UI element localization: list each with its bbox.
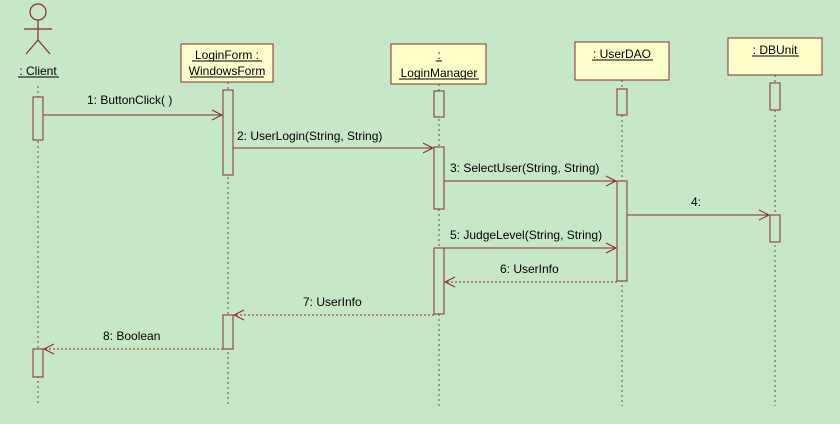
activation-bar (433, 90, 445, 118)
activation-bar (616, 88, 628, 116)
message-label: 8: Boolean (103, 329, 160, 343)
actor-head (29, 3, 47, 21)
message-3[interactable]: 3: SelectUser(String, String) (444, 161, 618, 187)
participant-label-loginform-1: LoginForm : (195, 48, 259, 62)
message-7[interactable]: 7: UserInfo (232, 295, 434, 321)
message-label: 1: ButtonClick( ) (87, 93, 172, 107)
activation-bar (769, 214, 781, 243)
actor-client[interactable]: : Client (18, 3, 59, 78)
participant-userdao[interactable]: : UserDAO (574, 41, 670, 81)
activation-bar (32, 348, 44, 378)
activation-bar (32, 96, 44, 141)
arrowhead-icon (211, 109, 224, 121)
message-label: 2: UserLogin(String, String) (237, 129, 382, 143)
actor-leg-right (37, 39, 51, 55)
message-label: 7: UserInfo (303, 295, 362, 309)
activation-bar (769, 82, 781, 111)
participant-loginmanager[interactable]: : LoginManager (390, 43, 487, 85)
message-label: 5: JudgeLevel(String, String) (450, 228, 602, 242)
activation-bar (433, 146, 445, 210)
activation-bar (433, 247, 445, 315)
message-1[interactable]: 1: ButtonClick( ) (43, 93, 224, 121)
participant-box (574, 41, 670, 81)
participant-loginform[interactable]: LoginForm : WindowsForm (180, 43, 274, 83)
activation-bar (616, 180, 628, 282)
arrowhead-icon (605, 242, 618, 254)
participant-dbunit[interactable]: : DBUnit (727, 37, 823, 76)
arrowhead-icon (232, 309, 245, 321)
message-label: 4: (691, 195, 701, 209)
actor-leg-left (25, 39, 39, 55)
participant-label-loginmanager-1: : (437, 48, 440, 62)
message-4[interactable]: 4: (627, 195, 771, 221)
message-label: 3: SelectUser(String, String) (450, 161, 599, 175)
participant-label-client: : Client (19, 64, 57, 78)
participant-label-dbunit: : DBUnit (753, 43, 798, 57)
arrowhead-icon (758, 209, 771, 221)
message-6[interactable]: 6: UserInfo (443, 262, 617, 288)
message-8[interactable]: 8: Boolean (42, 329, 223, 355)
message-label: 6: UserInfo (500, 262, 559, 276)
arrowhead-icon (605, 175, 618, 187)
message-2[interactable]: 2: UserLogin(String, String) (233, 129, 435, 154)
participant-box (180, 43, 274, 83)
activation-bar (222, 89, 234, 176)
arrowhead-icon (422, 142, 435, 154)
activation-bar (222, 314, 234, 350)
participant-label-userdao: : UserDAO (593, 47, 651, 61)
participant-label-loginform-2: WindowsForm (189, 64, 266, 78)
arrowhead-icon (443, 276, 456, 288)
arrowhead-icon (42, 343, 55, 355)
participant-label-loginmanager-2: LoginManager (401, 66, 478, 80)
message-5[interactable]: 5: JudgeLevel(String, String) (444, 228, 618, 254)
